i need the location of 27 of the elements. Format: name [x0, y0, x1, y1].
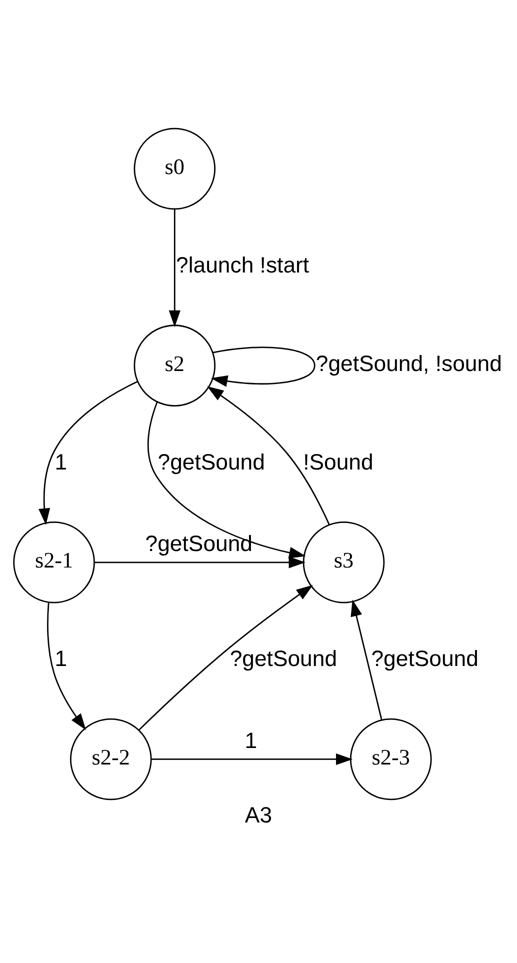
node-circle: s2-3: [350, 718, 432, 800]
node-circle: s0: [134, 127, 216, 210]
arrow: [207, 386, 330, 524]
arrow: [94, 556, 306, 568]
arrow: [47, 602, 86, 730]
arrow: [152, 752, 353, 765]
caption: A3: [244, 802, 272, 828]
arrow: [138, 584, 313, 730]
arrow: [147, 401, 306, 558]
node-circle: s2: [134, 324, 216, 406]
edge-label: ?getSound: [158, 448, 265, 474]
edge-label: ?launch !start: [176, 252, 310, 277]
edge-label: ?getSound: [230, 646, 338, 671]
node-circle: s2-1: [13, 521, 95, 603]
edge-label: 1: [54, 448, 68, 474]
node-circle: s3: [302, 521, 385, 603]
arrow: [168, 208, 180, 327]
edge-label: !Sound: [303, 448, 374, 474]
arrow: [38, 380, 138, 525]
edge-label: ?getSound: [145, 530, 252, 556]
edge-label: 1: [244, 727, 258, 752]
arrow: [210, 346, 316, 386]
edge-label: ?getSound: [371, 646, 478, 671]
edge-label: ?getSound, !sound: [316, 350, 502, 376]
edge-label: 1: [54, 646, 68, 671]
node-circle: s2-2: [70, 718, 152, 800]
arrow: [350, 599, 382, 720]
